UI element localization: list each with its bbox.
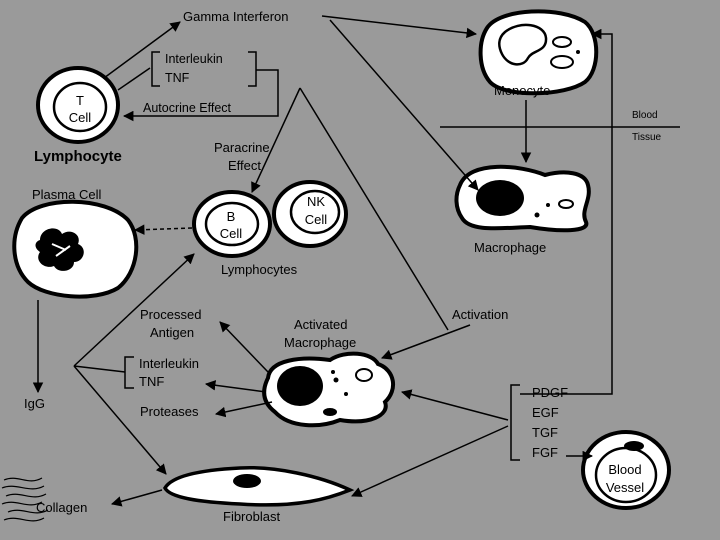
arrow-am-proteases [214, 401, 273, 418]
arrow-fibroblast-collagen [110, 489, 163, 507]
interleukin-tnf-bracket-top [151, 51, 257, 87]
interleukin-tnf-bracket-mid [124, 356, 134, 389]
label-macrophage: Macrophage [474, 240, 546, 255]
label-tissue: Tissue [632, 132, 662, 143]
arrow-autocrine [122, 69, 279, 122]
arrow-paracrine-bcell [251, 87, 301, 193]
label-blood-vessel-2: Vessel [606, 480, 644, 495]
b-cell [192, 190, 272, 258]
label-plasma-cell: Plasma Cell [32, 187, 101, 202]
label-igg: IgG [24, 396, 45, 411]
arrow-gamma-macrophage [329, 19, 479, 191]
arrow-am-antigen [219, 321, 269, 373]
arrow-gf-am [400, 389, 509, 421]
label-blood: Blood [632, 110, 658, 121]
line-activation [299, 87, 449, 331]
line-tcell-interleukin [117, 67, 151, 91]
line-junction-interleukin [73, 365, 126, 373]
arrow-gamma-monocyte [321, 15, 478, 39]
arrow-junction-bcell [73, 253, 195, 367]
arrow-gf-monocyte [520, 28, 613, 395]
label-tnf-top: TNF [165, 71, 190, 85]
label-t-cell-1: T [76, 93, 84, 108]
fibroblast-cell [163, 465, 355, 507]
label-blood-vessel-1: Blood [608, 462, 641, 477]
label-fibroblast: Fibroblast [223, 509, 280, 524]
monocyte-cell [478, 9, 599, 96]
label-nk-cell-1: NK [307, 194, 325, 209]
label-processed-2: Antigen [150, 325, 194, 340]
blood-vessel [581, 430, 671, 510]
label-lymphocyte: Lymphocyte [34, 148, 122, 165]
label-gamma-interferon: Gamma Interferon [183, 9, 289, 24]
arrow-gf-fibroblast [351, 425, 509, 497]
label-paracrine-1: Paracrine [214, 140, 270, 155]
label-tgf: TGF [532, 425, 558, 440]
nk-cell [272, 180, 348, 248]
label-nk-cell-2: Cell [305, 212, 328, 227]
arrow-tcell-gamma [103, 21, 181, 79]
text-labels: Gamma Interferon Interleukin TNF Autocri… [24, 9, 662, 524]
connectors [32, 15, 680, 507]
plasma-cell [12, 199, 139, 299]
label-collagen: Collagen [36, 500, 87, 515]
collagen-fibers [1, 477, 49, 522]
arrow-activation [381, 324, 471, 360]
label-b-cell-1: B [227, 209, 236, 224]
label-lymphocytes: Lymphocytes [221, 262, 298, 277]
label-t-cell-2: Cell [69, 110, 92, 125]
label-tnf-mid: TNF [139, 374, 164, 389]
label-proteases: Proteases [140, 404, 199, 419]
label-activated-1: Activated [294, 317, 347, 332]
label-activated-2: Macrophage [284, 335, 356, 350]
t-cell [36, 66, 120, 144]
label-monocyte: Monocyte [494, 83, 550, 98]
label-egf: EGF [532, 405, 559, 420]
label-fgf: FGF [532, 445, 558, 460]
label-b-cell-2: Cell [220, 226, 243, 241]
arrow-am-tnf [204, 380, 267, 393]
macrophage-cell [454, 164, 591, 233]
label-interleukin-mid: Interleukin [139, 356, 199, 371]
label-autocrine: Autocrine Effect [143, 101, 232, 115]
label-paracrine-2: Effect [228, 158, 261, 173]
label-processed-1: Processed [140, 307, 201, 322]
growth-factor-bracket [510, 384, 520, 461]
arrow-bcell-plasma [133, 224, 193, 235]
label-pdgf: PDGF [532, 385, 568, 400]
label-interleukin-top: Interleukin [165, 52, 223, 66]
label-activation: Activation [452, 307, 508, 322]
activated-macrophage-cell [262, 351, 395, 428]
arrow-junction-fibroblast [73, 365, 167, 475]
